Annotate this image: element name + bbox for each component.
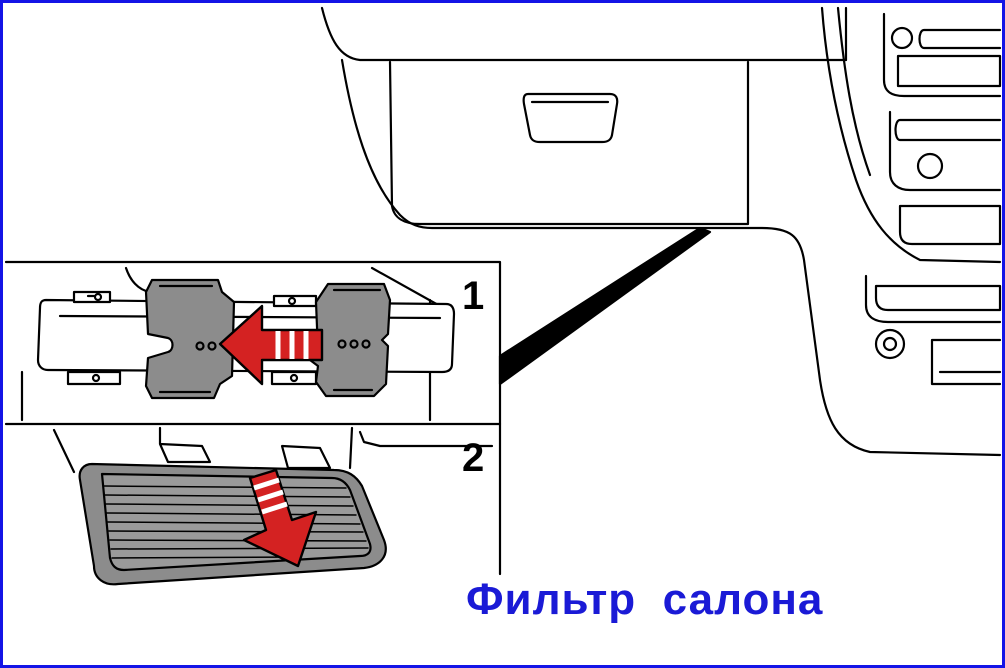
- pointer-wedge: [498, 226, 712, 386]
- console-controls: [864, 12, 1002, 386]
- arrow-down-right-icon: [242, 468, 318, 568]
- arrow-left-icon: [218, 304, 324, 386]
- step1-cover-left: [144, 278, 236, 400]
- dashboard-outline: [320, 6, 1002, 457]
- step-1-label: 1: [462, 274, 485, 318]
- glovebox-handle: [522, 92, 619, 144]
- step2-housing: [52, 426, 494, 474]
- step2-filter-element: [78, 462, 387, 586]
- caption-title: Фильтр салона: [466, 575, 824, 624]
- inset-box: [4, 260, 502, 576]
- step-2-label: 2: [462, 436, 485, 480]
